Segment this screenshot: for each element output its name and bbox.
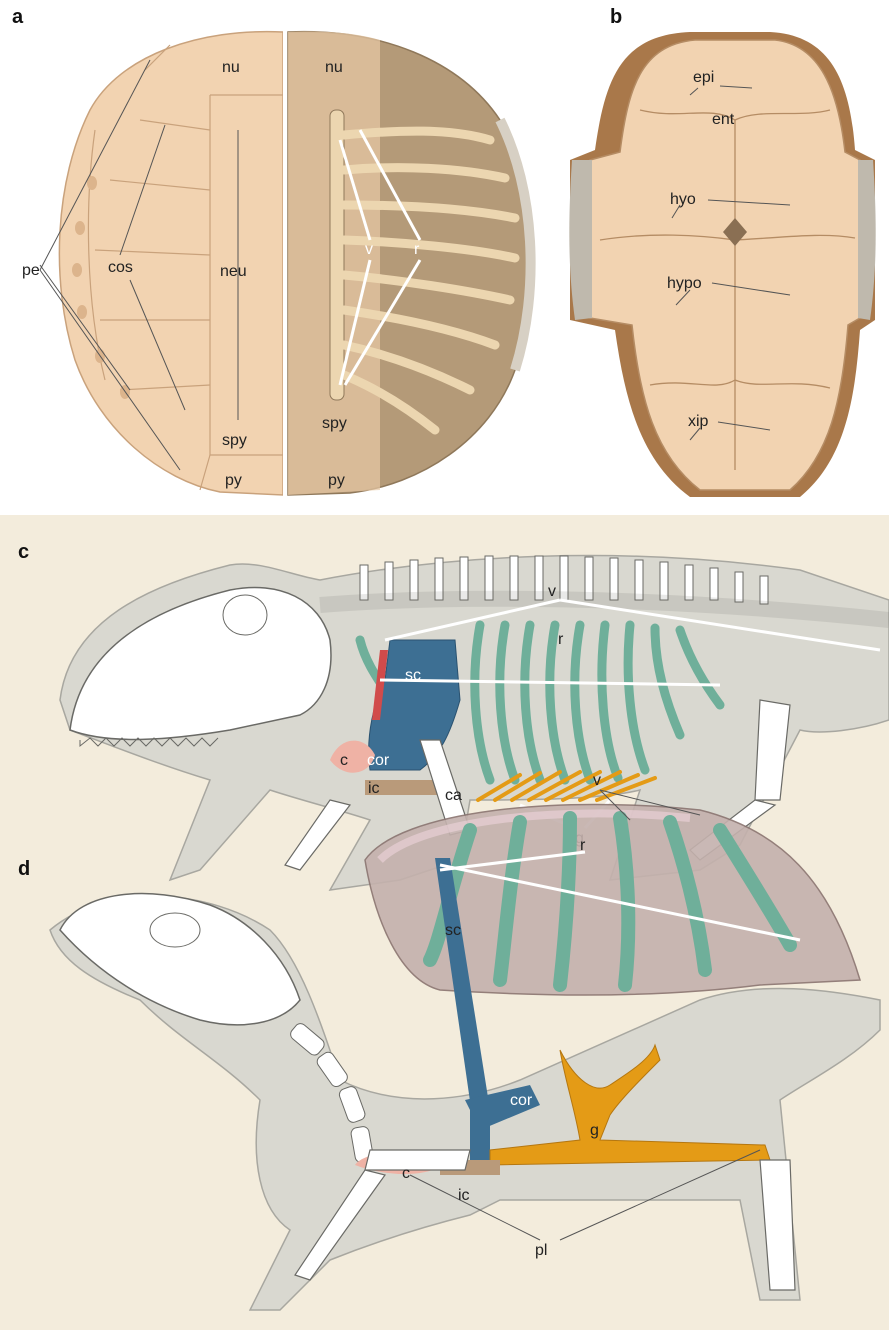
label-c-d: c [402,1165,410,1182]
panel-label-b: b [610,6,622,28]
label-sc-c: sc [405,667,421,684]
label-spy-right: spy [322,415,347,432]
label-r-d: r [580,837,586,854]
label-py-left: py [225,472,242,489]
orbit-d [150,913,200,947]
label-spy-left: spy [222,432,247,449]
orbit-c [223,595,267,635]
label-py-right: py [328,472,345,489]
label-v-c: v [548,583,556,600]
label-cor-c: cor [367,752,390,769]
label-cor-d: cor [510,1092,533,1109]
label-ca-d: ca [445,787,462,804]
label-nu-left: nu [222,59,240,76]
label-ent: ent [712,111,735,128]
label-nu-right: nu [325,59,343,76]
label-cos: cos [108,259,133,276]
label-hyo: hyo [670,191,696,208]
label-g-d: g [590,1122,599,1139]
label-v-d: v [593,772,601,789]
label-r-a: r [414,241,420,258]
label-epi: epi [693,69,714,86]
panel-label-a: a [12,6,24,28]
bridge-left [569,160,592,320]
label-pl-d: pl [535,1242,547,1259]
label-pe: pe [22,262,40,279]
label-neu: neu [220,263,247,280]
label-xip: xip [688,413,709,430]
panel-label-d: d [18,858,30,880]
vertebral-column-a [330,110,344,400]
label-v-a: v [365,241,373,258]
label-r-c: r [558,631,564,648]
label-sc-d: sc [445,922,461,939]
panel-label-c: c [18,541,29,563]
label-hypo: hypo [667,275,702,292]
label-c-c: c [340,752,348,769]
label-ic-c: ic [368,780,380,797]
label-ic-d: ic [458,1187,470,1204]
